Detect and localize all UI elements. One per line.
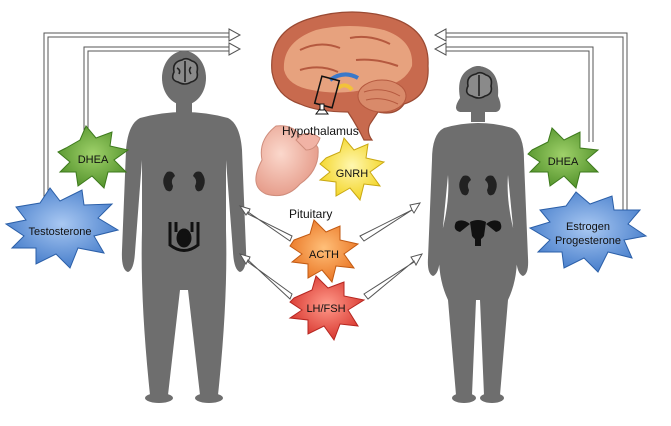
estrogen-progesterone-burst	[528, 191, 648, 273]
male-brain-icon	[171, 57, 199, 85]
arrow-acth-female	[359, 202, 422, 242]
arrow-acth-male	[238, 205, 293, 242]
gnrh-label: GNRH	[336, 168, 368, 180]
feedback-arrows-left	[43, 28, 242, 205]
dhea-right-burst	[527, 127, 600, 189]
testosterone-burst	[4, 187, 120, 269]
pituitary-to-bodies-arrows	[238, 202, 424, 300]
acth-burst	[289, 219, 360, 284]
gnrh-burst	[318, 136, 386, 202]
lh-fsh-label: LH/FSH	[306, 303, 345, 315]
acth-label: ACTH	[309, 249, 339, 261]
estrogen-label: Estrogen	[566, 221, 610, 233]
male-reproductive-icon	[168, 222, 200, 252]
female-uterus-icon	[454, 220, 502, 246]
pituitary-gland	[255, 125, 321, 197]
progesterone-label: Progesterone	[555, 235, 621, 247]
hypothalamus-label: Hypothalamus	[282, 124, 359, 138]
testosterone-label: Testosterone	[29, 226, 92, 238]
lh-fsh-burst	[288, 275, 366, 342]
arrow-lhfsh-female	[363, 253, 424, 300]
feedback-arrows-right	[433, 28, 628, 210]
female-brain-icon	[465, 71, 493, 99]
brain-illustration	[271, 11, 429, 141]
male-silhouette	[121, 51, 247, 403]
dhea-left-burst	[57, 125, 130, 189]
dhea-right-label: DHEA	[548, 156, 579, 168]
male-kidneys-icon	[163, 171, 205, 192]
arrow-lhfsh-male	[238, 253, 293, 300]
dhea-left-label: DHEA	[78, 154, 109, 166]
female-kidneys-icon	[459, 175, 497, 196]
pituitary-label: Pituitary	[289, 207, 332, 221]
